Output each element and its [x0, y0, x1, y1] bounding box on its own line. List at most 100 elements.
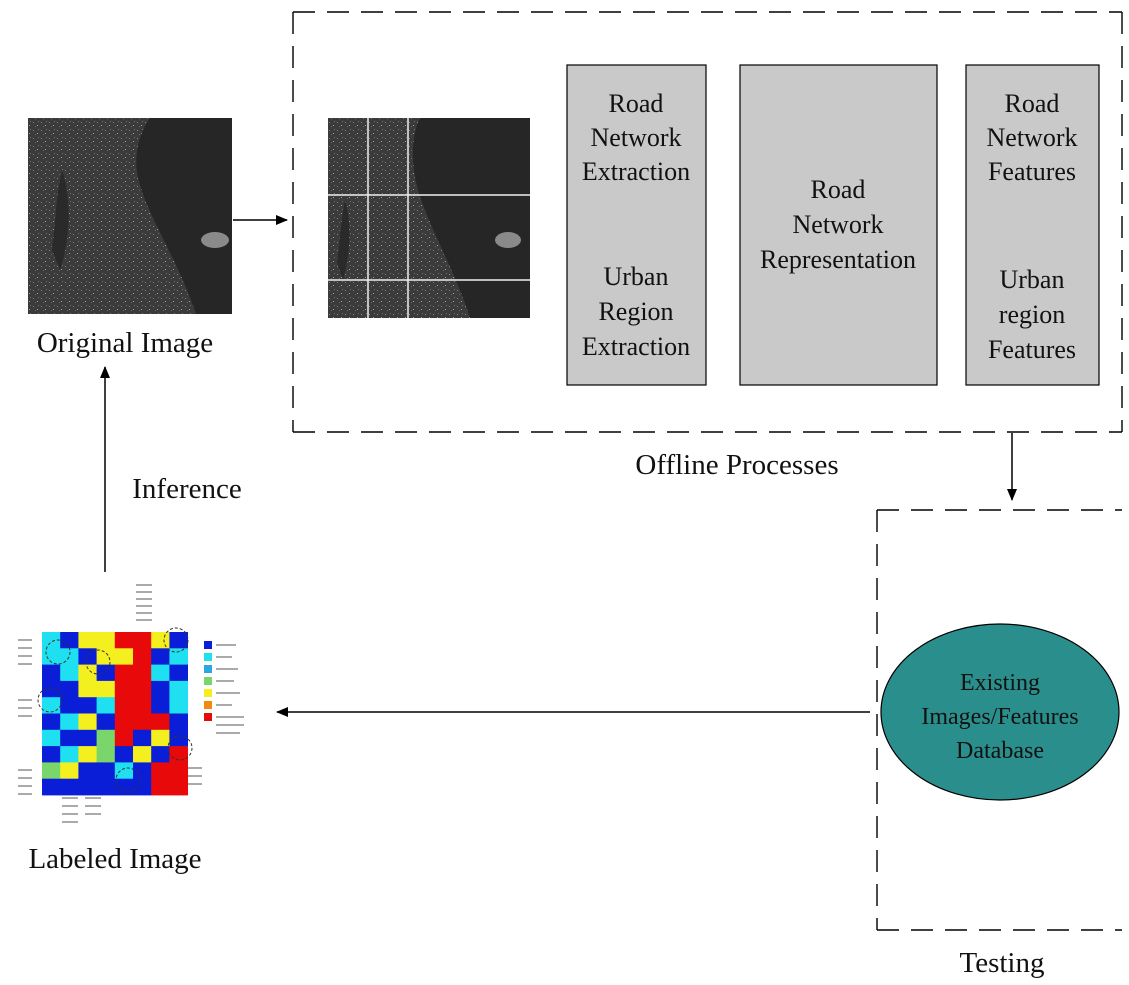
labeled-image-legend: [204, 641, 244, 734]
labeled-grid-cell: [78, 762, 97, 780]
features-road-line-1: Road: [1005, 89, 1060, 118]
extraction-urban-line-1: Urban: [604, 262, 669, 291]
labeled-grid-cell: [60, 664, 79, 682]
labeled-grid-cell: [133, 648, 152, 665]
representation-line-3: Representation: [760, 245, 916, 274]
labeled-grid-cell: [114, 632, 134, 649]
labeled-grid-cell: [96, 778, 116, 796]
labeled-grid-cell: [133, 746, 152, 763]
labeled-grid-cell: [42, 697, 61, 714]
labeled-grid-cell: [151, 632, 170, 649]
labeled-grid-cell: [60, 729, 79, 747]
labeled-grid-cell: [169, 648, 188, 665]
original-image: [28, 118, 232, 314]
database-line-1: Existing: [960, 670, 1040, 696]
labeled-grid-cell: [151, 778, 170, 796]
labeled-grid-cell: [42, 778, 61, 796]
labeled-grid-cell: [114, 778, 134, 796]
labeled-grid-cell: [96, 713, 116, 731]
labeled-grid-marker: [45, 639, 71, 665]
testing-region: [876, 509, 1122, 931]
labeled-grid-cell: [151, 713, 170, 731]
labeled-grid-cell: [151, 648, 170, 665]
labeled-grid-cell: [78, 746, 97, 763]
labeled-grid-cell: [169, 778, 188, 796]
labeled-grid-cell: [133, 697, 152, 714]
extraction-road-line-1: Road: [609, 89, 664, 118]
labeled-grid-cell: [133, 664, 152, 682]
labeled-grid-cell: [114, 664, 134, 682]
labeled-grid-cell: [169, 729, 188, 747]
representation-box: [739, 64, 938, 386]
extraction-road-line-2: Network: [591, 123, 682, 152]
labeled-grid-cell: [96, 762, 116, 780]
extraction-urban-line-3: Extraction: [582, 332, 690, 361]
labeled-grid-cell: [151, 697, 170, 714]
labeled-grid-cell: [60, 762, 79, 780]
labeled-grid-cell: [114, 697, 134, 714]
labeled-grid-cell: [96, 746, 116, 763]
labeled-grid-cell: [96, 729, 116, 747]
features-urban-line-1: Urban: [1000, 265, 1065, 294]
labeled-grid-cell: [151, 762, 170, 780]
features-urban-line-3: Features: [988, 335, 1076, 364]
inference-label: Inference: [132, 473, 241, 505]
labeled-grid-cell: [78, 778, 97, 796]
testing-label: Testing: [960, 947, 1045, 979]
labeled-grid-cell: [114, 713, 134, 731]
extraction-road-line-3: Extraction: [582, 157, 690, 186]
labeled-grid-cell: [42, 680, 61, 698]
labeled-grid-cell: [78, 713, 97, 731]
labeled-grid-cell: [78, 697, 97, 714]
labeled-grid-cell: [60, 648, 79, 665]
features-road-line-2: Network: [987, 123, 1078, 152]
labeled-grid-cell: [169, 746, 188, 763]
gridded-image: [328, 118, 530, 318]
labeled-grid-cell: [60, 680, 79, 698]
labeled-grid-cell: [78, 632, 97, 649]
labeled-grid-cell: [169, 713, 188, 731]
labeled-grid-cell: [42, 713, 61, 731]
labeled-grid-marker: [37, 687, 63, 713]
labeled-grid-cell: [42, 632, 61, 649]
labeled-grid-cell: [42, 664, 61, 682]
labeled-grid-cell: [78, 680, 97, 698]
labeled-grid-cell: [133, 680, 152, 698]
labeled-grid-cell: [133, 729, 152, 747]
features-road-line-3: Features: [988, 157, 1076, 186]
features-urban-line-2: region: [999, 300, 1065, 329]
labeled-grid-marker: [167, 735, 193, 761]
labeled-grid-cell: [133, 762, 152, 780]
labeled-grid-cell: [169, 632, 188, 649]
labeled-image: [18, 584, 244, 823]
labeled-grid-cell: [60, 632, 79, 649]
labeled-grid-cell: [96, 632, 116, 649]
labeled-grid-marker: [85, 649, 111, 675]
labeled-grid-cell: [151, 664, 170, 682]
labeled-image-label: Labeled Image: [28, 843, 201, 875]
labeled-grid-cell: [60, 778, 79, 796]
labeled-grid-cell: [42, 746, 61, 763]
labeled-grid-cell: [133, 713, 152, 731]
labeled-grid-cell: [96, 680, 116, 698]
labeled-grid-cell: [96, 648, 116, 665]
labeled-grid-cell: [96, 697, 116, 714]
labeled-grid-cell: [133, 778, 152, 796]
extraction-urban-line-2: Region: [598, 297, 673, 326]
database-ellipse: [880, 623, 1120, 801]
labeled-grid-cell: [151, 729, 170, 747]
labeled-grid-cell: [169, 664, 188, 682]
labeled-grid-marker: [115, 767, 141, 793]
labeled-grid-cell: [42, 729, 61, 747]
labeled-grid-cell: [151, 746, 170, 763]
labeled-grid-cell: [96, 664, 116, 682]
labeled-grid-cell: [60, 746, 79, 763]
labeled-grid-cell: [114, 729, 134, 747]
labeled-grid: [37, 627, 193, 796]
extraction-box: [566, 64, 707, 386]
labeled-grid-cell: [114, 746, 134, 763]
labeled-grid-cell: [78, 648, 97, 665]
labeled-grid-cell: [114, 680, 134, 698]
labeled-grid-cell: [169, 762, 188, 780]
